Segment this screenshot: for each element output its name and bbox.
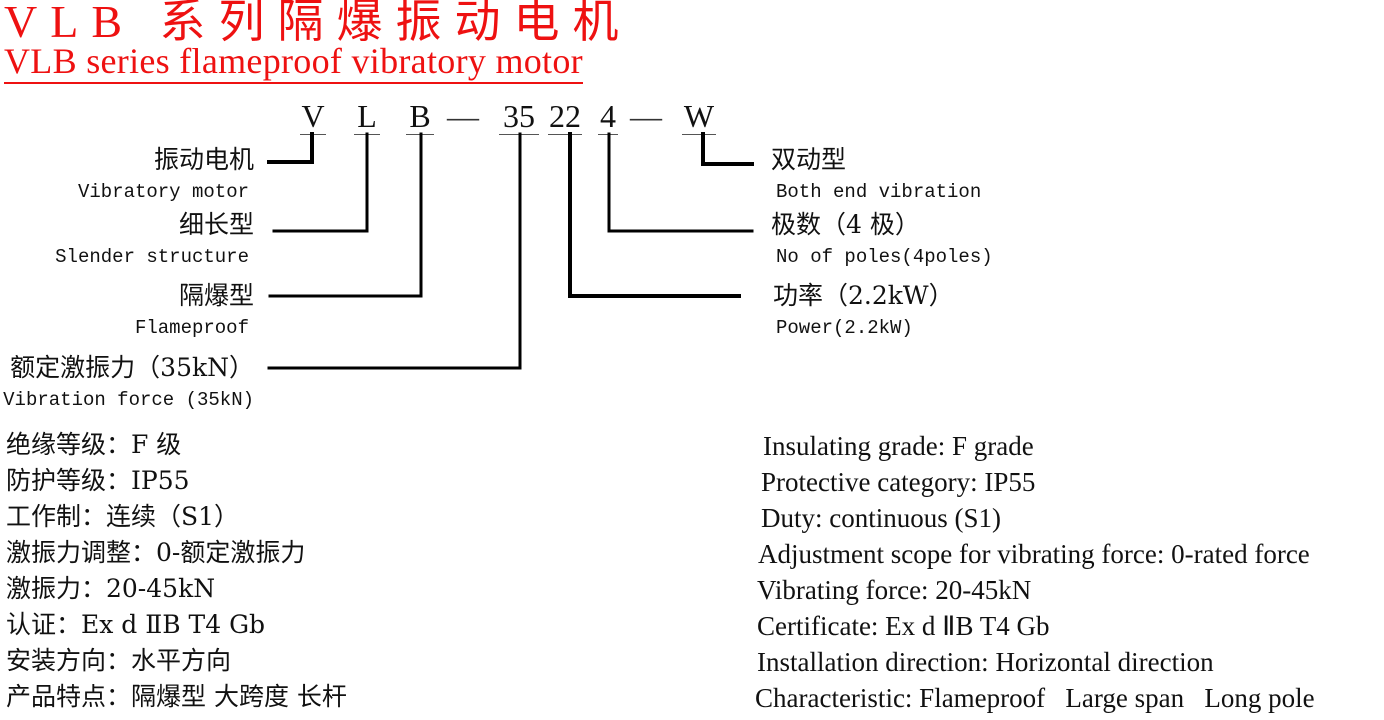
label-vibratory-motor-cn: 振动电机 — [153, 145, 254, 174]
label-vibration-force-cn: 额定激振力（35kN） — [10, 353, 254, 382]
label-both-end-en: Both end vibration — [776, 181, 982, 203]
spec-cn-certificate: 认证：Ex d ⅡB T4 Gb — [6, 610, 266, 639]
spec-cn-insulation: 绝缘等级：F 级 — [6, 430, 182, 459]
spec-en-insulation: Insulating grade: F grade — [763, 431, 1034, 461]
spec-cn-protection: 防护等级：IP55 — [6, 466, 190, 495]
connector-35 — [267, 132, 522, 370]
connector-l — [272, 132, 369, 233]
label-flameproof-en: Flameproof — [134, 317, 249, 339]
page-title-chinese: VLB 系列隔爆振动电机 — [4, 0, 632, 47]
label-slender-cn: 细长型 — [178, 210, 254, 239]
label-poles-cn: 极数（4 极） — [771, 210, 920, 239]
spec-en-installation: Installation direction: Horizontal direc… — [757, 647, 1214, 677]
connector-4 — [607, 132, 754, 233]
connector-v — [267, 132, 314, 164]
spec-cn-force: 激振力：20-45kN — [6, 574, 216, 603]
spec-en-protection: Protective category: IP55 — [761, 467, 1036, 497]
code-segment-22: 22 — [548, 98, 582, 135]
label-vibratory-motor-en: Vibratory motor — [77, 181, 249, 203]
connector-w — [701, 132, 754, 166]
label-poles-en: No of poles(4poles) — [776, 246, 993, 268]
spec-en-force: Vibrating force: 20-45kN — [757, 575, 1032, 605]
connector-b — [268, 132, 423, 298]
spec-en-characteristic: Characteristic: Flameproof Large span Lo… — [755, 683, 1315, 713]
label-vibration-force-en: Vibration force (35kN) — [3, 389, 254, 411]
spec-cn-adjustment: 激振力调整：0-额定激振力 — [6, 538, 306, 567]
page-title-english: VLB series flameproof vibratory motor — [4, 40, 583, 84]
spec-cn-duty: 工作制：连续（S1） — [6, 502, 240, 531]
spec-cn-characteristic: 产品特点：隔爆型 大跨度 长杆 — [6, 682, 347, 711]
connector-22 — [568, 132, 741, 298]
label-slender-en: Slender structure — [55, 246, 249, 268]
spec-en-adjustment: Adjustment scope for vibrating force: 0-… — [758, 539, 1310, 569]
code-segment-w: W — [682, 98, 716, 135]
spec-en-certificate: Certificate: Ex d ⅡB T4 Gb — [757, 611, 1050, 641]
label-power-cn: 功率（2.2kW） — [773, 281, 954, 310]
spec-cn-installation: 安装方向：水平方向 — [6, 646, 232, 675]
code-dash-2: — — [630, 98, 662, 134]
code-dash-1: — — [447, 98, 479, 134]
spec-en-duty: Duty: continuous (S1) — [761, 503, 1001, 533]
label-both-end-cn: 双动型 — [771, 145, 847, 174]
label-flameproof-cn: 隔爆型 — [178, 281, 254, 310]
label-power-en: Power(2.2kW) — [776, 317, 913, 339]
